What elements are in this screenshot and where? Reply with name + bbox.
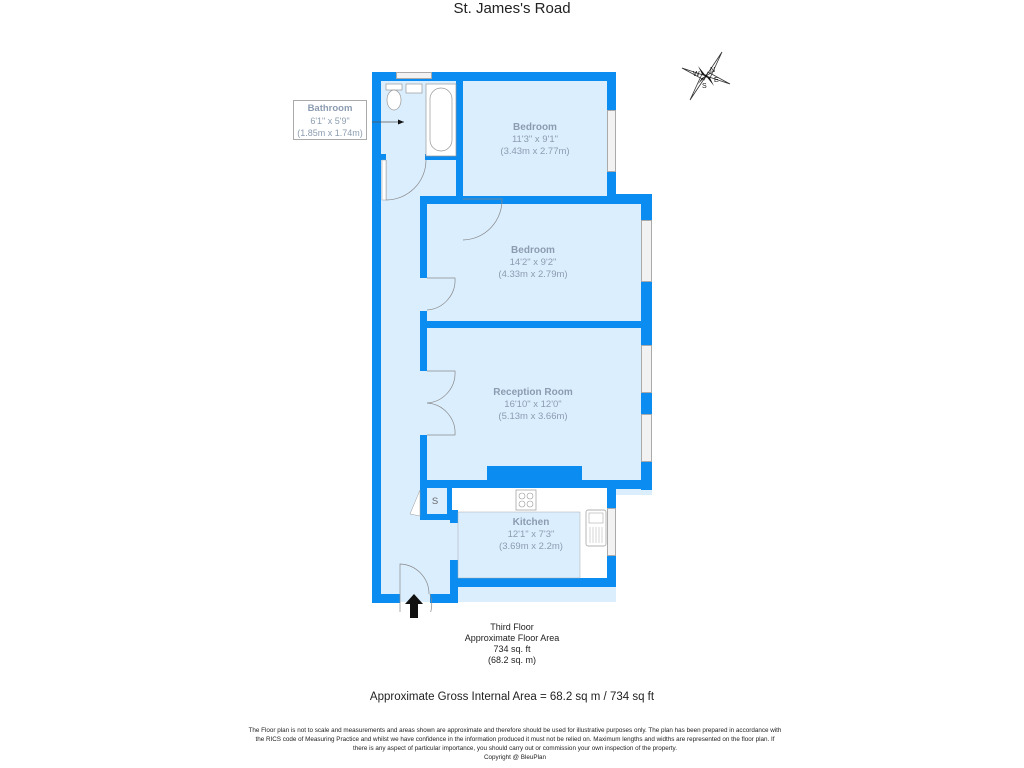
wall-bed2-left-upper (420, 196, 427, 278)
storage-label: S (431, 496, 439, 507)
room-name: Bedroom (511, 245, 555, 256)
middle-floor-fill (372, 195, 652, 495)
compass-rose-icon: N E S W (681, 51, 731, 101)
room-label-bedroom-1: Bedroom 11'3" x 9'1" (3.43m x 2.77m) (480, 122, 590, 158)
toilet-icon (386, 89, 402, 111)
room-dimensions-imperial: 14'2" x 9'2" (509, 257, 557, 268)
wall-bed1-bottom (420, 196, 642, 204)
compass-west-label: W (693, 71, 700, 78)
window-bedroom-2 (641, 220, 652, 282)
plan-title: St. James's Road (453, 0, 571, 17)
wall-bottom-right (430, 594, 458, 603)
room-name: Reception Room (493, 387, 573, 398)
wall-bed2-bottom (420, 321, 642, 328)
disclaimer-line: there is any aspect of particular import… (353, 745, 677, 752)
wall-bath-stub (380, 154, 386, 160)
wall-right-middle (641, 194, 652, 490)
room-name: Bathroom (307, 103, 353, 114)
door-storage (409, 489, 421, 517)
wall-kitchen-bottom (452, 578, 616, 587)
window-reception-1 (641, 345, 652, 393)
room-dimensions-metric: (4.33m x 2.79m) (498, 269, 568, 280)
room-name: Kitchen (512, 517, 550, 528)
window-bathroom (396, 72, 432, 79)
wall-reception-bottom (420, 480, 610, 488)
hob-icon (515, 489, 537, 511)
toilet-cistern (385, 83, 403, 91)
kitchen-floor (457, 511, 581, 579)
room-dimensions-metric: (3.69m x 2.2m) (499, 541, 563, 552)
wall-left (372, 72, 381, 602)
disclaimer-line: the RICS code of Measuring Practice and … (255, 736, 775, 743)
room-label-reception: Reception Room 16'10" x 12'0" (5.13m x 3… (473, 387, 593, 423)
wall-bed2-left-lower (420, 311, 427, 371)
wall-entry-jamb (450, 560, 458, 602)
entrance-arrow-icon (405, 594, 423, 618)
window-reception-2 (641, 414, 652, 462)
room-dimensions-imperial: 12'1" x 7'3" (507, 529, 555, 540)
compass-north-label: N (710, 67, 715, 74)
door-bedroom-2 (426, 277, 456, 311)
room-dimensions-imperial: 6'1" x 5'9" (310, 116, 350, 126)
room-dimensions-metric: (1.85m x 1.74m) (297, 128, 363, 138)
fixtures-layer (372, 83, 607, 612)
room-dimensions-metric: (3.43m x 2.77m) (500, 146, 570, 157)
compass-east-label: E (714, 77, 719, 84)
door-reception-upper (426, 370, 456, 404)
window-kitchen (607, 508, 616, 556)
room-dimensions-imperial: 16'10" x 12'0" (504, 399, 562, 410)
room-dimensions-metric: (5.13m x 3.66m) (498, 411, 568, 422)
entrance-door-swing (399, 563, 430, 595)
room-name: Bedroom (513, 122, 557, 133)
floor-area-sqft: 734 sq. ft (493, 644, 531, 654)
floor-area-label: Approximate Floor Area (464, 633, 560, 643)
window-bedroom-1 (607, 110, 616, 172)
door-reception-lower (426, 402, 456, 436)
storage-cupboard (427, 488, 447, 514)
wall-kitchen-left-upper (450, 510, 458, 523)
copyright: Copyright @ BleuPlan (483, 754, 547, 761)
floor-summary: Third Floor Approximate Floor Area 734 s… (0, 622, 1024, 666)
callout-arrow-icon (398, 119, 404, 125)
wall-bottom-left (372, 594, 400, 603)
chimney-breast (487, 466, 582, 482)
door-bedroom-1 (462, 198, 503, 241)
door-bathroom (385, 159, 427, 201)
floor-area-sqm: (68.2 sq. m) (487, 655, 536, 665)
room-dimensions-imperial: 11'3" x 9'1" (511, 134, 559, 145)
wall-reception-left-lower (420, 435, 427, 487)
wall-bath-bed (456, 72, 463, 197)
room-label-bedroom-2: Bedroom 14'2" x 9'2" (4.33m x 2.79m) (478, 245, 588, 281)
disclaimer-line: The Floor plan is not to scale and measu… (248, 727, 782, 734)
wall-bath-bottom (425, 154, 462, 160)
gross-internal-area: Approximate Gross Internal Area = 68.2 s… (369, 691, 655, 703)
compass-south-label: S (702, 83, 707, 90)
floor-name: Third Floor (490, 622, 534, 632)
room-label-bathroom: Bathroom 6'1" x 5'9" (1.85m x 1.74m) (293, 100, 367, 140)
door-entrance (399, 593, 433, 612)
room-label-kitchen: Kitchen 12'1" x 7'3" (3.69m x 2.2m) (476, 517, 586, 553)
bathtub-icon (429, 87, 453, 152)
upper-floor-fill (372, 72, 616, 202)
wall-top (372, 72, 616, 81)
disclaimer: The Floor plan is not to scale and measu… (220, 726, 810, 762)
wall-step-lower (607, 480, 652, 489)
bathroom-sink-icon (405, 83, 423, 94)
